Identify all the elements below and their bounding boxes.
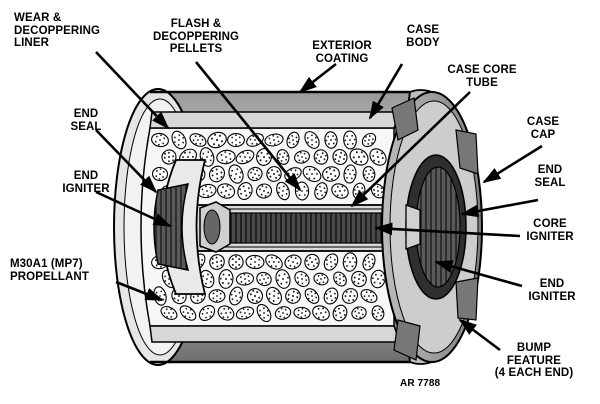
- leader-core-igniter: [374, 222, 521, 238]
- label-end-igniter-left: END IGNITER: [62, 170, 110, 195]
- label-flash-pellets: FLASH & DECOPPERING PELLETS: [152, 18, 240, 55]
- label-propellant: M30A1 (MP7) PROPELLANT: [10, 258, 89, 283]
- leader-propellant: [115, 280, 164, 302]
- label-case-core-tube: CASE CORE TUBE: [447, 64, 517, 89]
- label-end-seal-right: END SEAL: [534, 164, 566, 189]
- core-tube-shape: [195, 204, 413, 252]
- leader-end-igniter-left: [95, 190, 172, 228]
- label-exterior-coating: EXTERIOR COATING: [312, 40, 372, 65]
- leader-lines: [95, 51, 543, 352]
- label-core-igniter: CORE IGNITER: [526, 218, 574, 243]
- leader-case-cap: [482, 144, 543, 184]
- label-bump-feature: BUMP FEATURE (4 EACH END): [494, 342, 574, 379]
- leader-flash-pellets: [194, 61, 302, 192]
- label-case-cap: CASE CAP: [526, 116, 560, 141]
- leader-end-seal-right: [460, 198, 539, 218]
- label-case-body: CASE BODY: [406, 24, 440, 49]
- label-wear-liner: WEAR & DECOPPERING LINER: [14, 12, 101, 49]
- label-end-igniter-right: END IGNITER: [528, 278, 576, 303]
- leader-end-seal-left: [95, 129, 158, 194]
- leader-case-core-tube: [350, 91, 471, 208]
- leader-end-igniter-right: [434, 260, 523, 288]
- leader-case-body: [368, 63, 404, 120]
- left-end-igniter-shape: [153, 183, 231, 271]
- leader-bump-feature: [458, 318, 501, 352]
- leader-exterior-coating: [298, 62, 337, 94]
- right-end-igniter-shape: [405, 166, 461, 288]
- leader-wear-liner: [95, 51, 170, 130]
- figure-number: AR 7788: [400, 378, 441, 389]
- bump-features: [391, 97, 479, 361]
- label-end-seal-left: END SEAL: [70, 108, 102, 133]
